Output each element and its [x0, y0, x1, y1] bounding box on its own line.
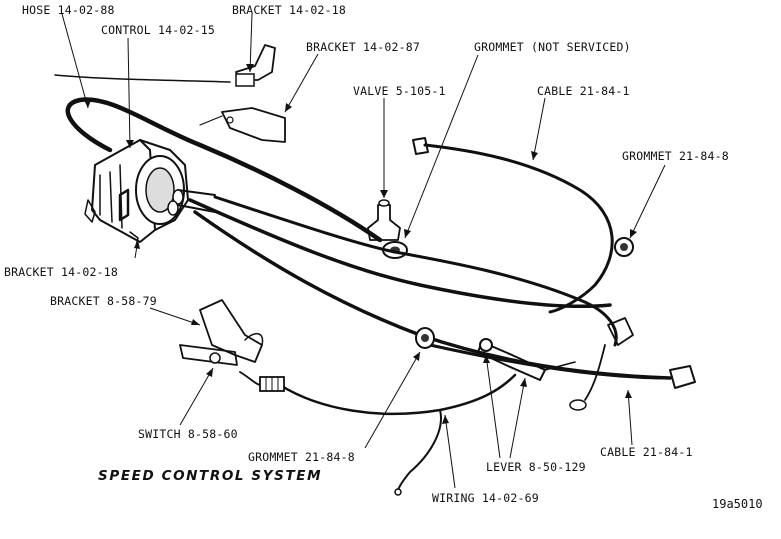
hose	[54, 74, 383, 243]
label-bracket-top: BRACKET 14-02-18	[232, 3, 346, 17]
label-switch: SWITCH 8-58-60	[138, 427, 238, 441]
wiring	[278, 373, 517, 496]
diagram-title: SPEED CONTROL SYSTEM	[98, 468, 323, 484]
connector-right	[569, 317, 634, 411]
label-control: CONTROL 14-02-15	[101, 23, 215, 37]
bracket-top	[235, 44, 276, 87]
grommet-bottom	[415, 327, 435, 349]
label-lever: LEVER 8-50-129	[486, 460, 586, 474]
figure-id: 19a5010	[712, 497, 763, 511]
cable-bottom	[428, 343, 696, 389]
label-cable-bottom: CABLE 21-84-1	[600, 445, 693, 459]
leader-lines	[61, 13, 666, 489]
lever	[477, 338, 576, 381]
label-bracket-switch: BRACKET 8-58-79	[50, 294, 157, 308]
label-wiring: WIRING 14-02-69	[432, 491, 539, 505]
cable-top	[412, 137, 614, 314]
speed-control-unit	[84, 139, 216, 247]
label-grommet-bottom: GROMMET 21-84-8	[248, 450, 355, 464]
valve	[367, 199, 401, 241]
label-bracket-left: BRACKET 14-02-18	[4, 265, 118, 279]
grommet-right	[614, 237, 634, 257]
cable-bundle	[188, 195, 672, 380]
label-bracket-87: BRACKET 14-02-87	[306, 40, 420, 54]
label-hose: HOSE 14-02-88	[22, 3, 115, 17]
bracket-87	[199, 107, 286, 143]
label-grommet-right: GROMMET 21-84-8	[622, 149, 729, 163]
label-valve: VALVE 5-105-1	[353, 84, 446, 98]
label-grommet-not-serviced: GROMMET (NOT SERVICED)	[474, 40, 631, 54]
switch-assembly	[179, 299, 285, 392]
label-cable-top: CABLE 21-84-1	[537, 84, 630, 98]
